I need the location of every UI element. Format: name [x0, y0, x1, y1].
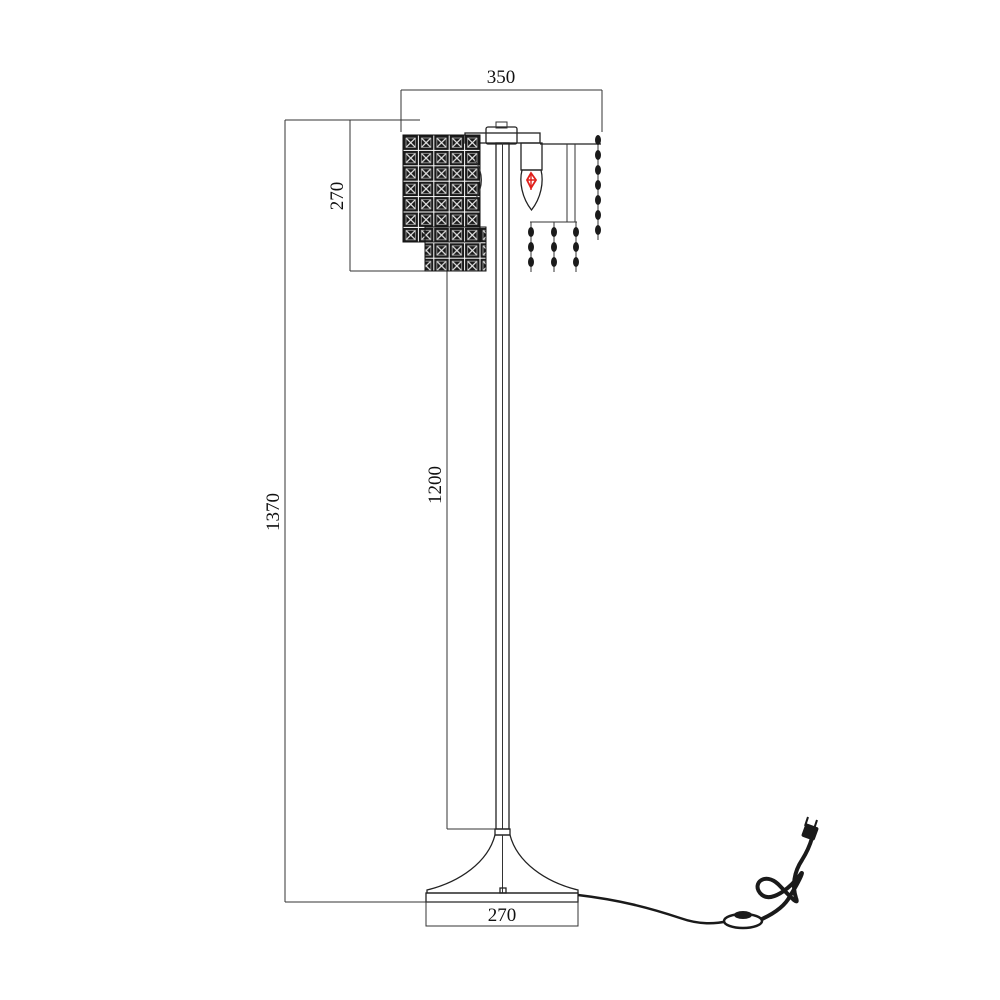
shade-width-label: 350: [487, 67, 516, 88]
crystal-strand: [595, 135, 601, 240]
base-width-label: 270: [488, 905, 517, 926]
top-arm: [464, 121, 601, 145]
crystal-strand: [551, 222, 557, 272]
crystal-shade: [402, 134, 487, 272]
power-plug-icon: [801, 816, 819, 841]
foot-switch-icon: [722, 911, 764, 930]
power-cord: [577, 816, 819, 930]
candle-bulb-icon: [520, 142, 543, 212]
crystal-strands: [528, 135, 601, 272]
dimension-shade-width: 350: [400, 67, 603, 132]
lamp-base: [425, 834, 579, 903]
pole-height-label: 1200: [425, 466, 446, 504]
crystal-shade-upper: [402, 134, 481, 243]
dimension-shade-height: 270: [327, 119, 425, 272]
dimension-base-width: 270: [425, 901, 579, 927]
dimension-pole-height: 1200: [425, 271, 496, 830]
overall-height-label: 1370: [263, 493, 284, 531]
lamp-pole: [494, 142, 511, 836]
crystal-strand: [528, 222, 534, 272]
dimension-overall-height: 1370: [263, 119, 428, 903]
crystal-strand: [573, 222, 579, 272]
crystal-shade-lower: [424, 226, 487, 272]
shade-height-label: 270: [327, 182, 348, 211]
